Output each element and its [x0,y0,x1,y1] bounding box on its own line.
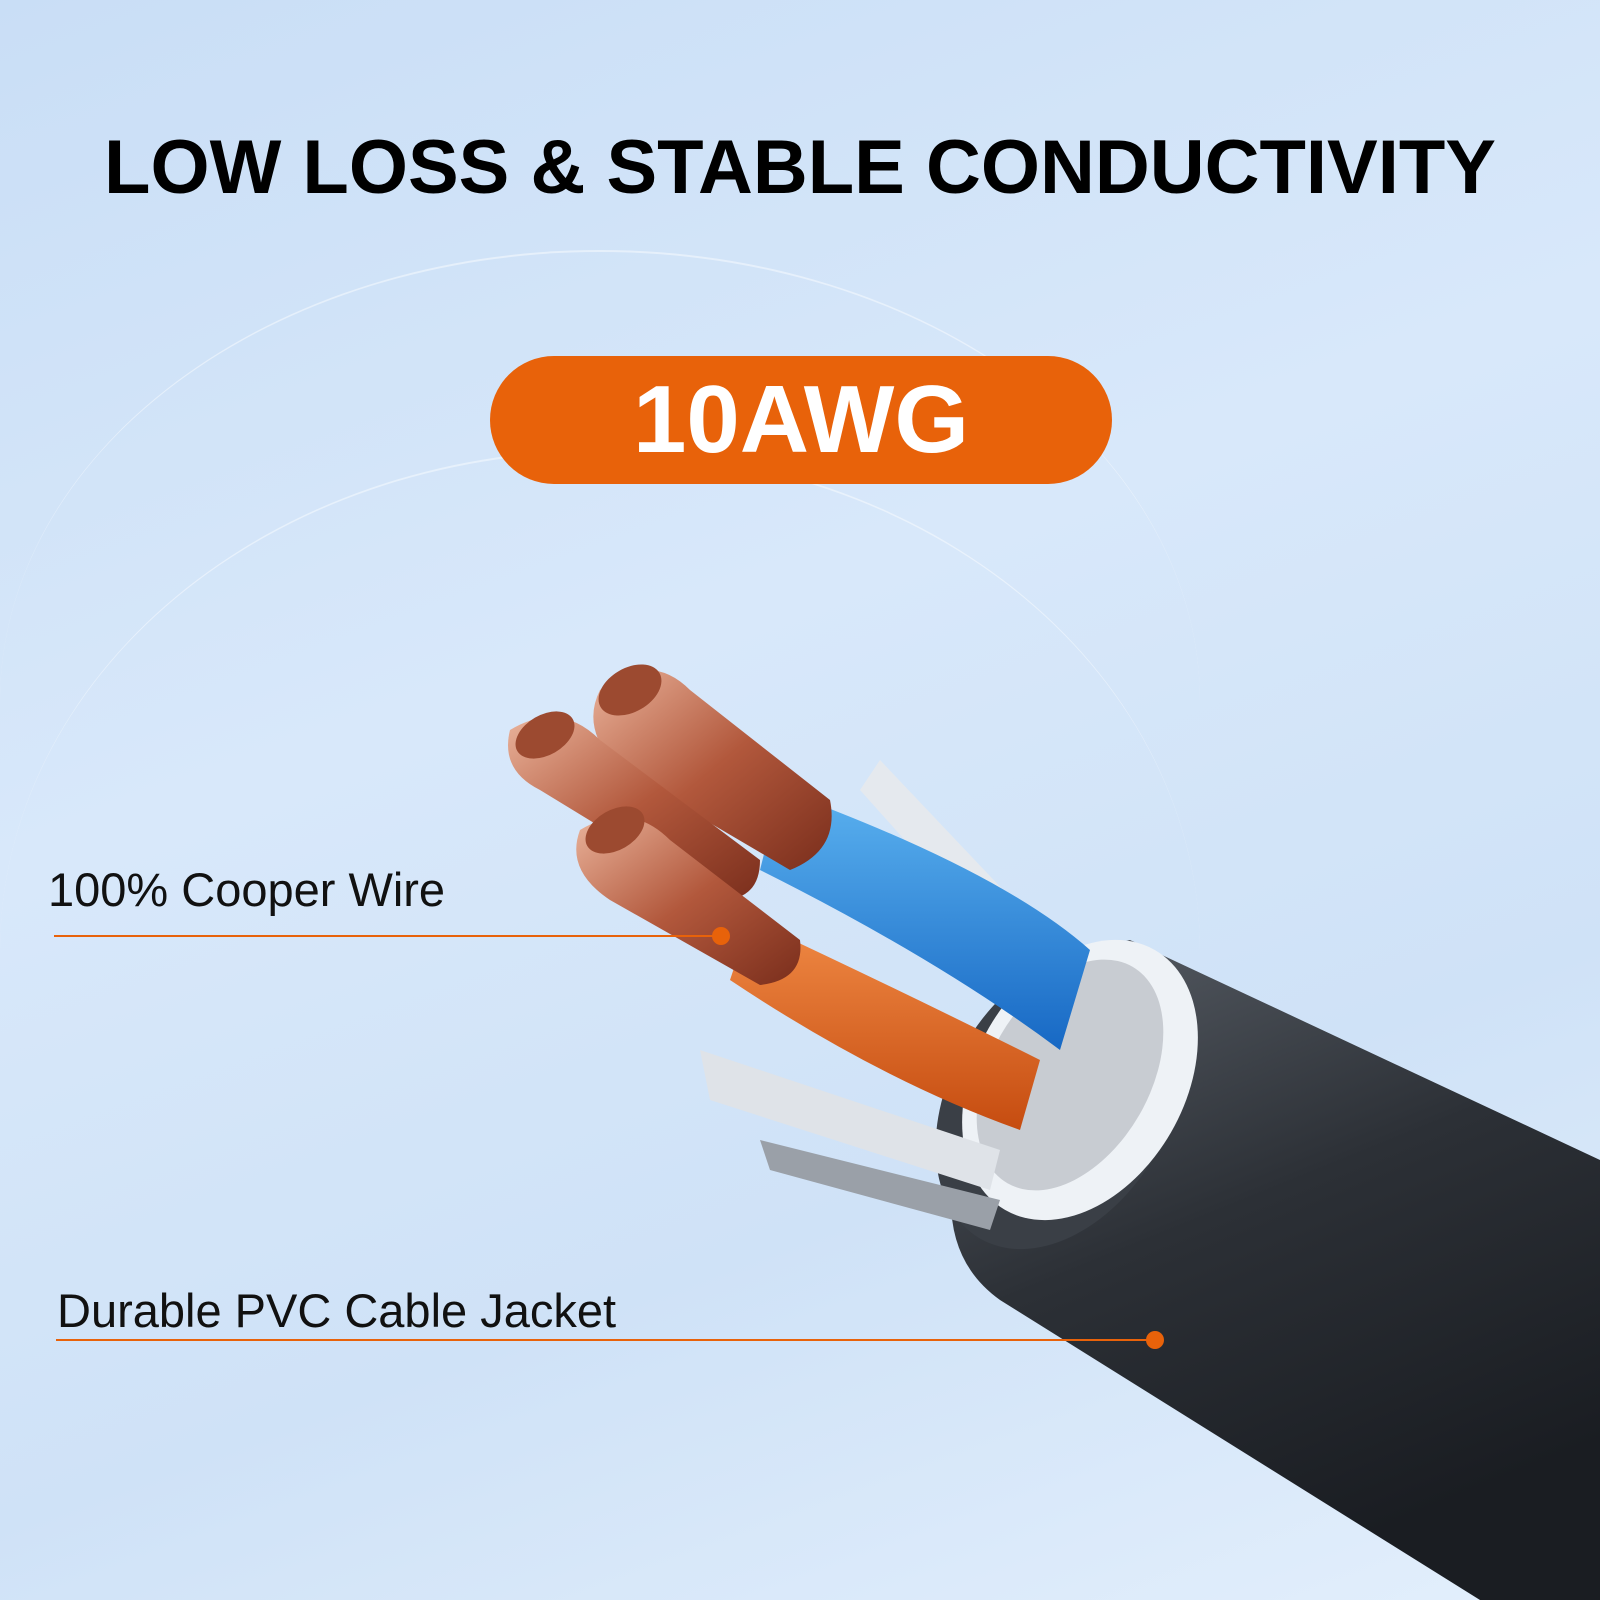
callout-line-copper [54,935,722,937]
copper-strands [593,670,832,870]
awg-badge-label: 10AWG [632,366,970,473]
filler-strip [700,1050,1000,1190]
copper-strand-end [585,806,645,854]
callout-copper-wire: 100% Cooper Wire [48,863,446,916]
copper-strand-end [598,664,662,716]
callout-dot-copper [712,927,730,945]
filler-strip [760,1140,1000,1230]
blue-wire [760,790,1090,1050]
copper-strand-end [515,711,575,759]
awg-badge: 10AWG [490,356,1112,484]
callout-dot-jacket [1146,1331,1164,1349]
orange-wire [730,920,1040,1130]
callout-line-jacket [56,1339,1156,1341]
copper-strands [576,817,801,985]
headline: LOW LOSS & STABLE CONDUCTIVITY [104,125,1496,210]
callout-pvc-jacket: Durable PVC Cable Jacket [57,1284,617,1337]
background-streak [0,250,1200,1152]
